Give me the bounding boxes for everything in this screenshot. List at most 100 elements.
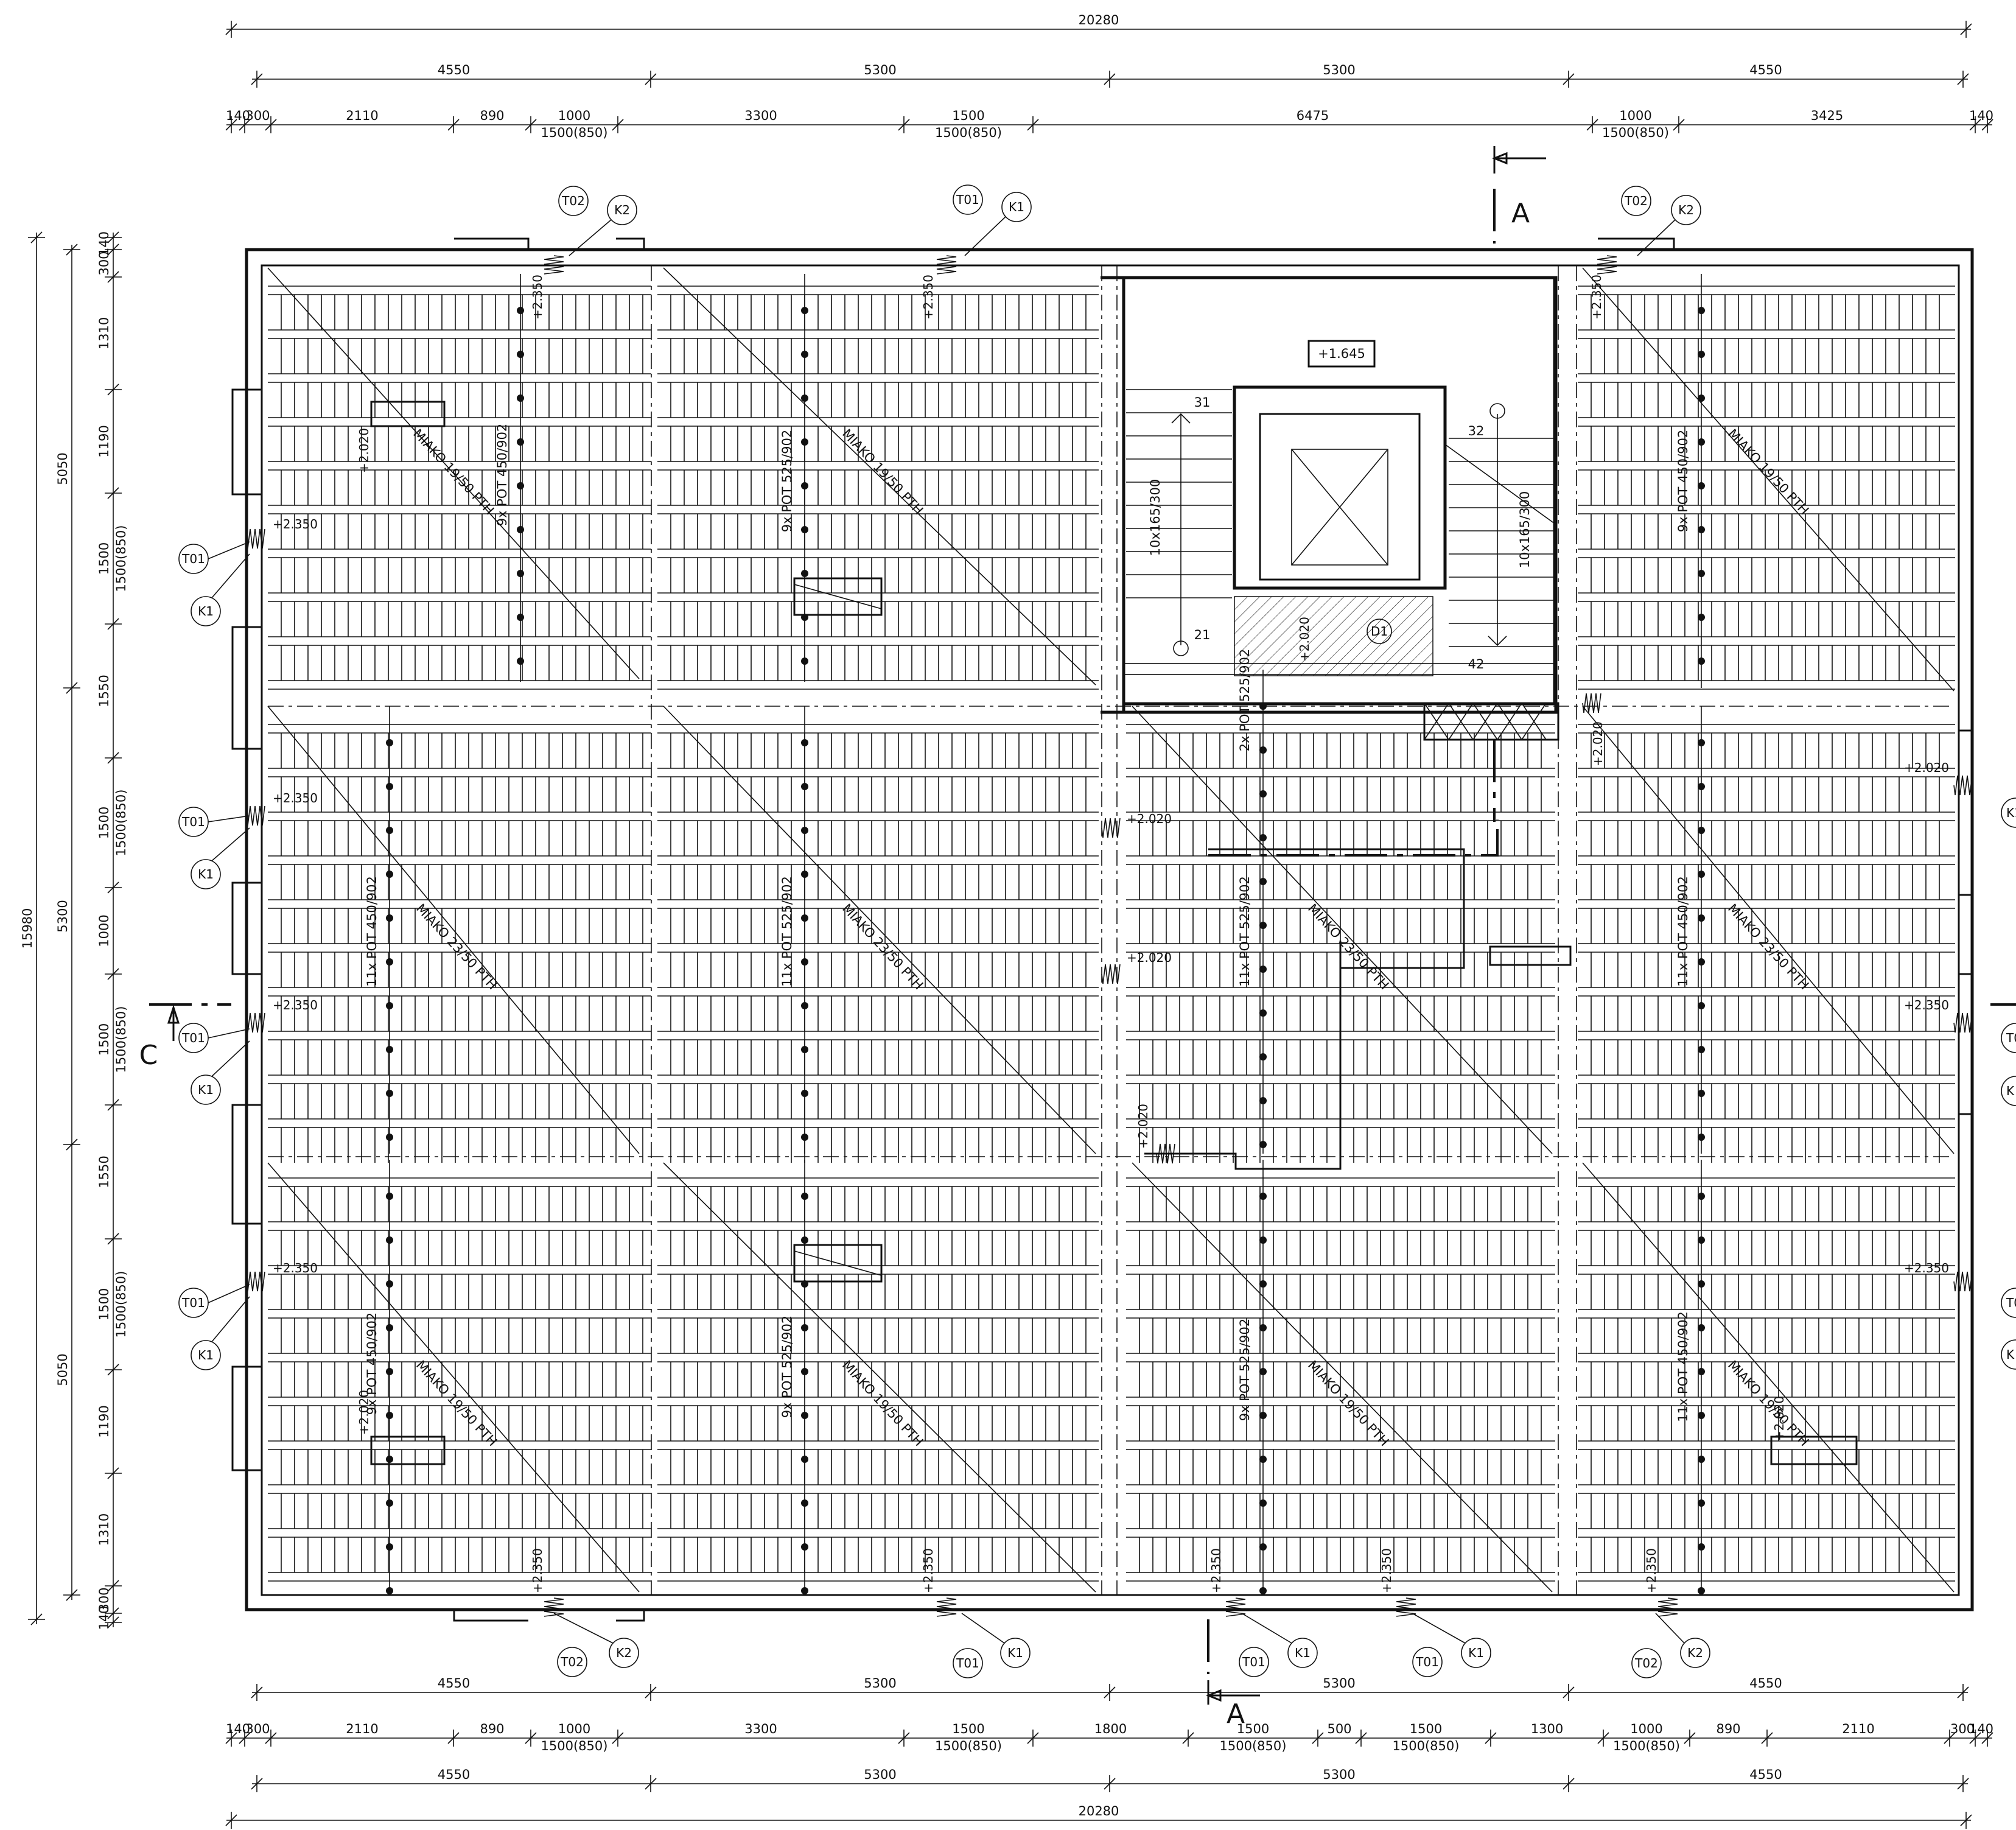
callout-tag (2001, 1339, 2016, 1370)
dim-left-fine-value: 1190 (97, 425, 111, 457)
dim-tick (105, 752, 122, 764)
beam-dot (1698, 1236, 1705, 1244)
beam-dot (517, 526, 524, 533)
dim-tick (1563, 71, 1575, 88)
slab-label: MIAKO 23/50 PTH (413, 901, 500, 992)
dim-bottom-row3-value: 5300 (1323, 1767, 1355, 1782)
dim-top-row2-subvalue: 1500(850) (1602, 125, 1669, 140)
beam-dot (386, 739, 393, 746)
slab-rib-fields (268, 286, 1955, 1582)
callout-tag-label: K1 (1295, 1646, 1311, 1660)
dim-tick (525, 1730, 537, 1747)
dim-tick (1957, 1775, 1969, 1792)
lintel-zigzag (1225, 1597, 1246, 1617)
beam-label: 2x POT 525/902 (1237, 649, 1252, 751)
callout-tag (1680, 1638, 1710, 1668)
dim-tick (1957, 71, 1969, 88)
beam-dot (801, 1499, 808, 1507)
dim-tick (1960, 1812, 1972, 1829)
beam-axes (268, 265, 1954, 1595)
callout-tag (1239, 1647, 1269, 1677)
dim-tick (447, 1730, 460, 1747)
beam-dot (386, 958, 393, 966)
beam-dot (801, 1412, 808, 1419)
beam-dot (386, 1324, 393, 1331)
slab-span-diagonals (267, 267, 1955, 1593)
lintel-zigzag (936, 1597, 957, 1617)
leader-line (1412, 1613, 1466, 1644)
dim-tick (105, 968, 122, 980)
beam-dot (801, 783, 808, 790)
dim-bottom-row2-value: 1500 (1410, 1722, 1442, 1736)
dim-bottom-row2-value: 890 (480, 1722, 504, 1736)
lintel-zigzag (1156, 1143, 1175, 1164)
level-label-2350: +2.350 (1379, 1548, 1394, 1593)
callout-tag (557, 1647, 587, 1677)
stair-flight-right (1449, 438, 1553, 647)
callout-tag-label: K (2006, 1084, 2015, 1098)
step-31: 31 (1194, 395, 1211, 410)
beam-dot (801, 438, 808, 446)
dim-tick (1761, 1730, 1773, 1747)
beam-dot (386, 1499, 393, 1507)
dim-top-row2-value: 890 (480, 108, 504, 123)
dim-bottom-row2-value: 300 (1950, 1722, 1975, 1736)
section-marks: A A C (139, 146, 2016, 1730)
dim-tick (1957, 1684, 1969, 1701)
dim-tick (28, 1613, 45, 1625)
beam-dot (801, 1090, 808, 1097)
dim-bottom-row2-subvalue: 1500(850) (1393, 1739, 1460, 1753)
dim-bottom-row2-subvalue: 1500(850) (1220, 1739, 1287, 1753)
dim-bottom-row1-value: 5300 (864, 1676, 896, 1691)
beam-label: 11x POT 450/902 (1676, 876, 1690, 987)
dim-left-fine-subvalue: 1500(850) (114, 1006, 128, 1073)
dim-tick (1355, 1730, 1367, 1747)
beam-dot (386, 1046, 393, 1053)
beam-dot (801, 1456, 808, 1463)
callout-tag-label: T01 (181, 1031, 205, 1045)
level-label-2350: +2.350 (273, 791, 318, 805)
dim-tick (63, 1589, 80, 1601)
dim-tick (1944, 1730, 1956, 1747)
beam-dot (801, 827, 808, 834)
dim-tick (1027, 116, 1039, 133)
dim-tick (1104, 71, 1116, 88)
block-divisions (281, 733, 643, 1163)
beam-label: 11x POT 450/902 (1676, 1311, 1690, 1422)
beam-dot (386, 1193, 393, 1200)
level-label-2350: +2.350 (273, 517, 318, 531)
dim-top-row2-value: 3300 (744, 108, 777, 123)
dim-left-overall-value: 15980 (20, 908, 35, 949)
beam-dot (1259, 1499, 1267, 1507)
beam-dot (386, 1543, 393, 1551)
dim-tick (525, 116, 537, 133)
beam-dot (801, 1587, 808, 1594)
beam-dot (1698, 1324, 1705, 1331)
rib-pair-lines (657, 724, 1099, 1128)
beam-dot (801, 1280, 808, 1288)
beam-dot (1698, 783, 1705, 790)
callout-tag (191, 596, 221, 626)
dim-tick (105, 882, 122, 894)
step-32: 32 (1468, 424, 1485, 438)
dim-tick (1597, 1730, 1609, 1747)
beam-dot (1259, 703, 1267, 710)
dim-tick (225, 116, 237, 133)
dim-tick (1981, 1730, 1993, 1747)
beam-dot (1259, 1236, 1267, 1244)
level-label-2350: +2.350 (273, 1261, 318, 1275)
beam-label: 9x POT 450/902 (495, 424, 509, 526)
beam-dots (386, 274, 1705, 1594)
callout-tag (1671, 195, 1701, 225)
level-labels: +2.350+2.350+2.350+2.350+2.350+2.350+2.3… (273, 275, 1949, 1593)
dim-left-fine-value: 1500 (97, 542, 111, 575)
dim-tick (28, 231, 45, 244)
dim-bottom-row1-value: 4550 (1749, 1676, 1782, 1691)
beam-dot (1698, 1090, 1705, 1097)
lintel-zigzag (246, 1012, 265, 1033)
beam-dot (1259, 966, 1267, 973)
dim-tick (1684, 1730, 1696, 1747)
